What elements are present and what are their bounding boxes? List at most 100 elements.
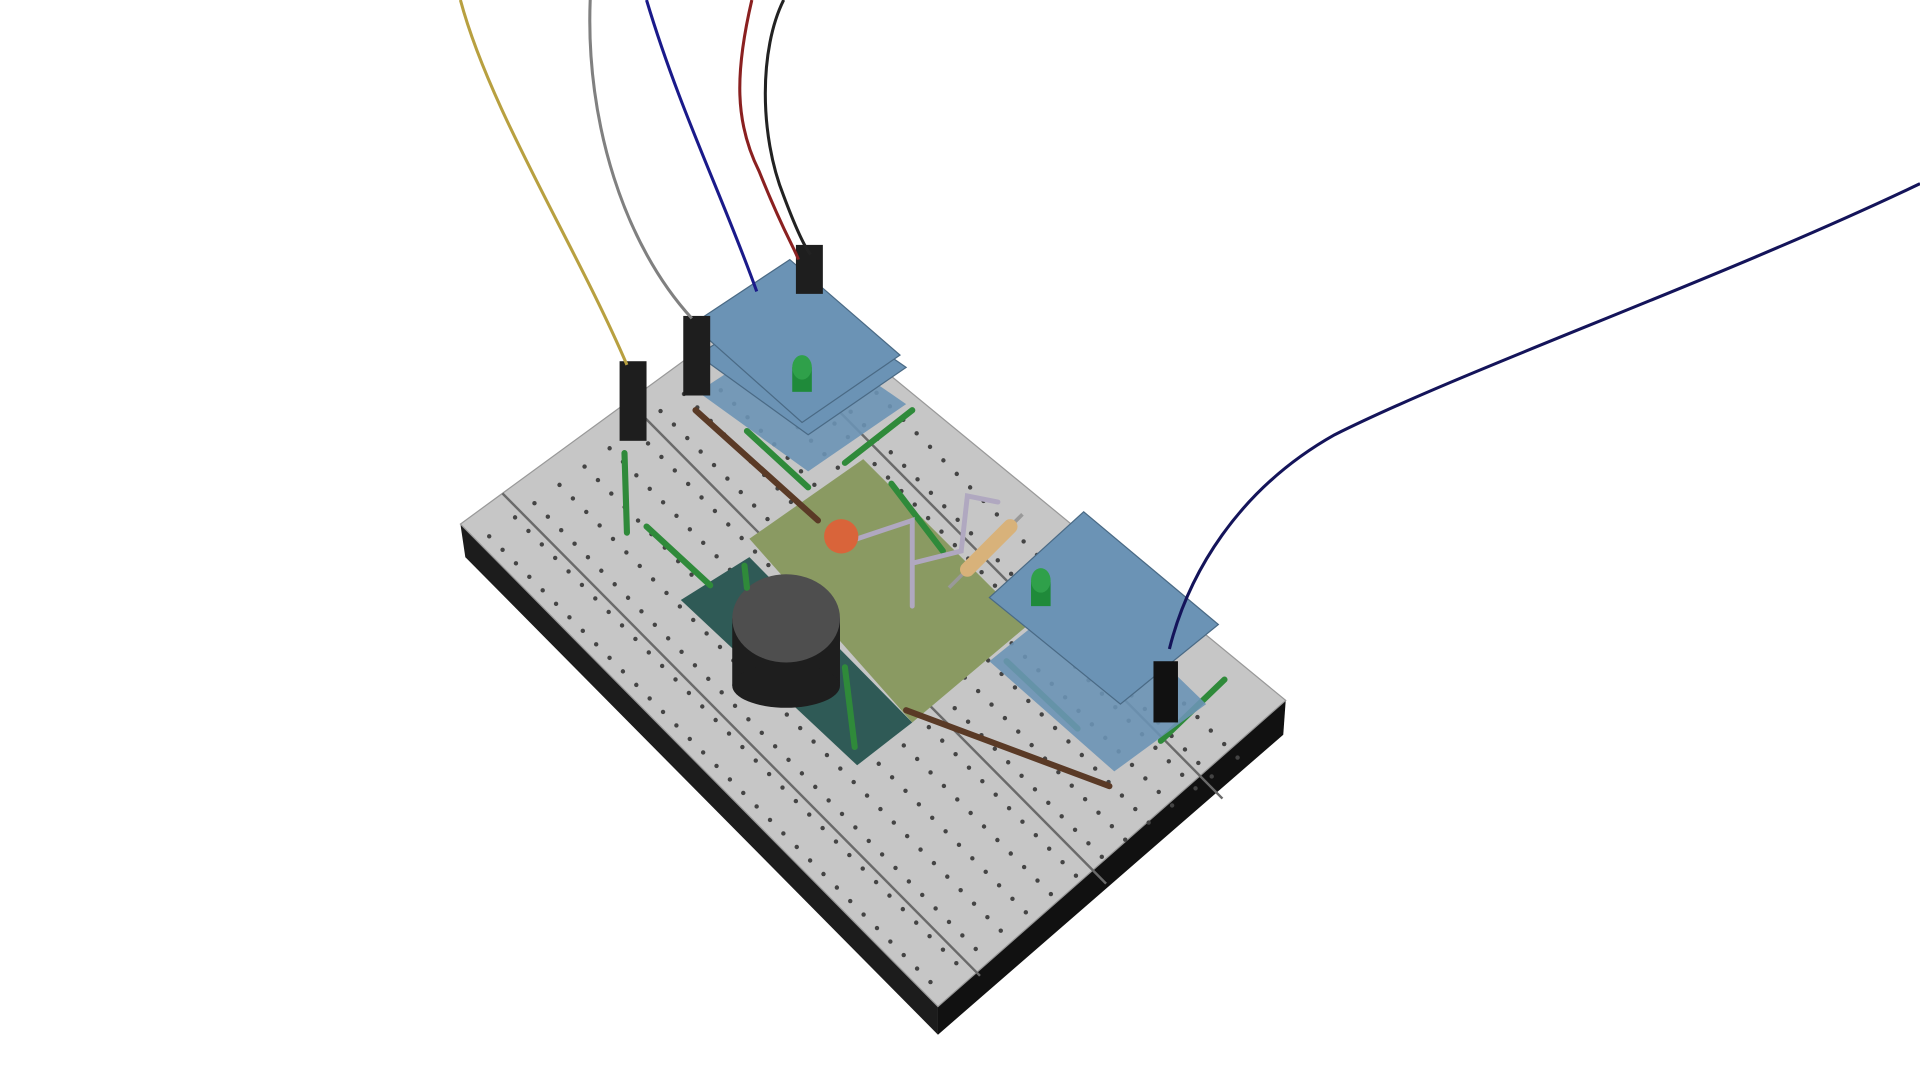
hole — [807, 812, 812, 817]
hole — [904, 833, 910, 839]
hole — [985, 914, 990, 920]
resistor — [947, 512, 1024, 590]
hole — [939, 529, 944, 534]
sensor-module-1 — [690, 258, 908, 472]
hole — [593, 642, 599, 647]
hole — [1221, 741, 1227, 747]
hole — [979, 569, 984, 575]
hole — [946, 919, 952, 925]
hole — [860, 866, 865, 871]
hole — [751, 503, 757, 508]
hole — [1169, 803, 1175, 808]
hole — [582, 464, 587, 469]
hole — [920, 892, 925, 898]
hole — [738, 489, 743, 495]
hole — [915, 477, 920, 482]
hole — [625, 595, 631, 600]
hole — [557, 482, 562, 488]
hole — [689, 572, 694, 577]
hole — [699, 495, 704, 500]
hole — [634, 473, 639, 478]
header-pins — [619, 244, 823, 441]
hole — [998, 928, 1003, 933]
hole — [967, 485, 973, 490]
hole — [914, 431, 919, 436]
hole — [1179, 772, 1185, 777]
hole — [1012, 685, 1018, 690]
hole — [752, 549, 758, 554]
hole — [954, 471, 959, 477]
hole — [619, 623, 625, 628]
hole — [609, 491, 614, 496]
hole — [1069, 783, 1074, 788]
hole — [820, 825, 825, 831]
hole — [916, 802, 922, 807]
hole — [685, 435, 690, 441]
hole — [930, 815, 935, 821]
hole — [1099, 854, 1104, 860]
hole — [833, 839, 839, 844]
hole — [691, 617, 696, 623]
hole — [725, 476, 730, 481]
hole — [607, 655, 612, 661]
hole — [634, 682, 639, 688]
hole — [635, 518, 641, 523]
hole — [968, 810, 973, 816]
hole — [658, 408, 663, 414]
hole — [807, 858, 813, 863]
hole — [925, 515, 931, 521]
hole — [1119, 793, 1125, 798]
hole — [933, 906, 938, 911]
hole — [942, 504, 947, 509]
hole — [647, 486, 652, 491]
hole — [612, 582, 617, 587]
hole — [912, 502, 917, 507]
hole — [1109, 823, 1115, 829]
hole — [798, 469, 804, 474]
hole — [989, 702, 994, 707]
hole — [866, 838, 871, 844]
hole — [719, 690, 724, 695]
hole — [652, 622, 658, 627]
hole — [526, 528, 531, 534]
hole — [839, 811, 845, 817]
hole — [955, 517, 960, 523]
electrolytic-capacitor — [732, 574, 840, 708]
hole — [700, 704, 705, 709]
hole — [891, 820, 897, 825]
hole — [726, 731, 732, 736]
hole — [714, 763, 719, 769]
hole — [1129, 762, 1135, 768]
hole — [954, 960, 959, 966]
hole — [579, 582, 585, 588]
hole — [698, 449, 703, 454]
hole — [1052, 725, 1058, 731]
hole — [686, 690, 692, 696]
hole — [1146, 820, 1151, 825]
hole — [864, 793, 870, 798]
hole — [1066, 739, 1071, 744]
hole — [784, 712, 790, 717]
hole — [983, 869, 988, 875]
hole — [799, 771, 805, 776]
hole — [848, 898, 853, 904]
hole — [1039, 712, 1044, 717]
hole — [624, 550, 629, 555]
hole — [713, 717, 718, 723]
ceramic-capacitor — [824, 519, 859, 554]
hole — [1033, 832, 1039, 838]
hole — [981, 824, 987, 829]
sensor-module-2 — [988, 511, 1220, 772]
hole — [726, 522, 731, 527]
hole — [673, 677, 678, 682]
hole — [906, 879, 912, 884]
hole — [885, 475, 891, 480]
hole — [927, 933, 932, 939]
hole — [1046, 846, 1052, 851]
hole — [572, 541, 577, 546]
hole — [692, 663, 698, 668]
hole — [901, 743, 906, 748]
hole — [580, 628, 586, 634]
hole — [1020, 819, 1025, 824]
